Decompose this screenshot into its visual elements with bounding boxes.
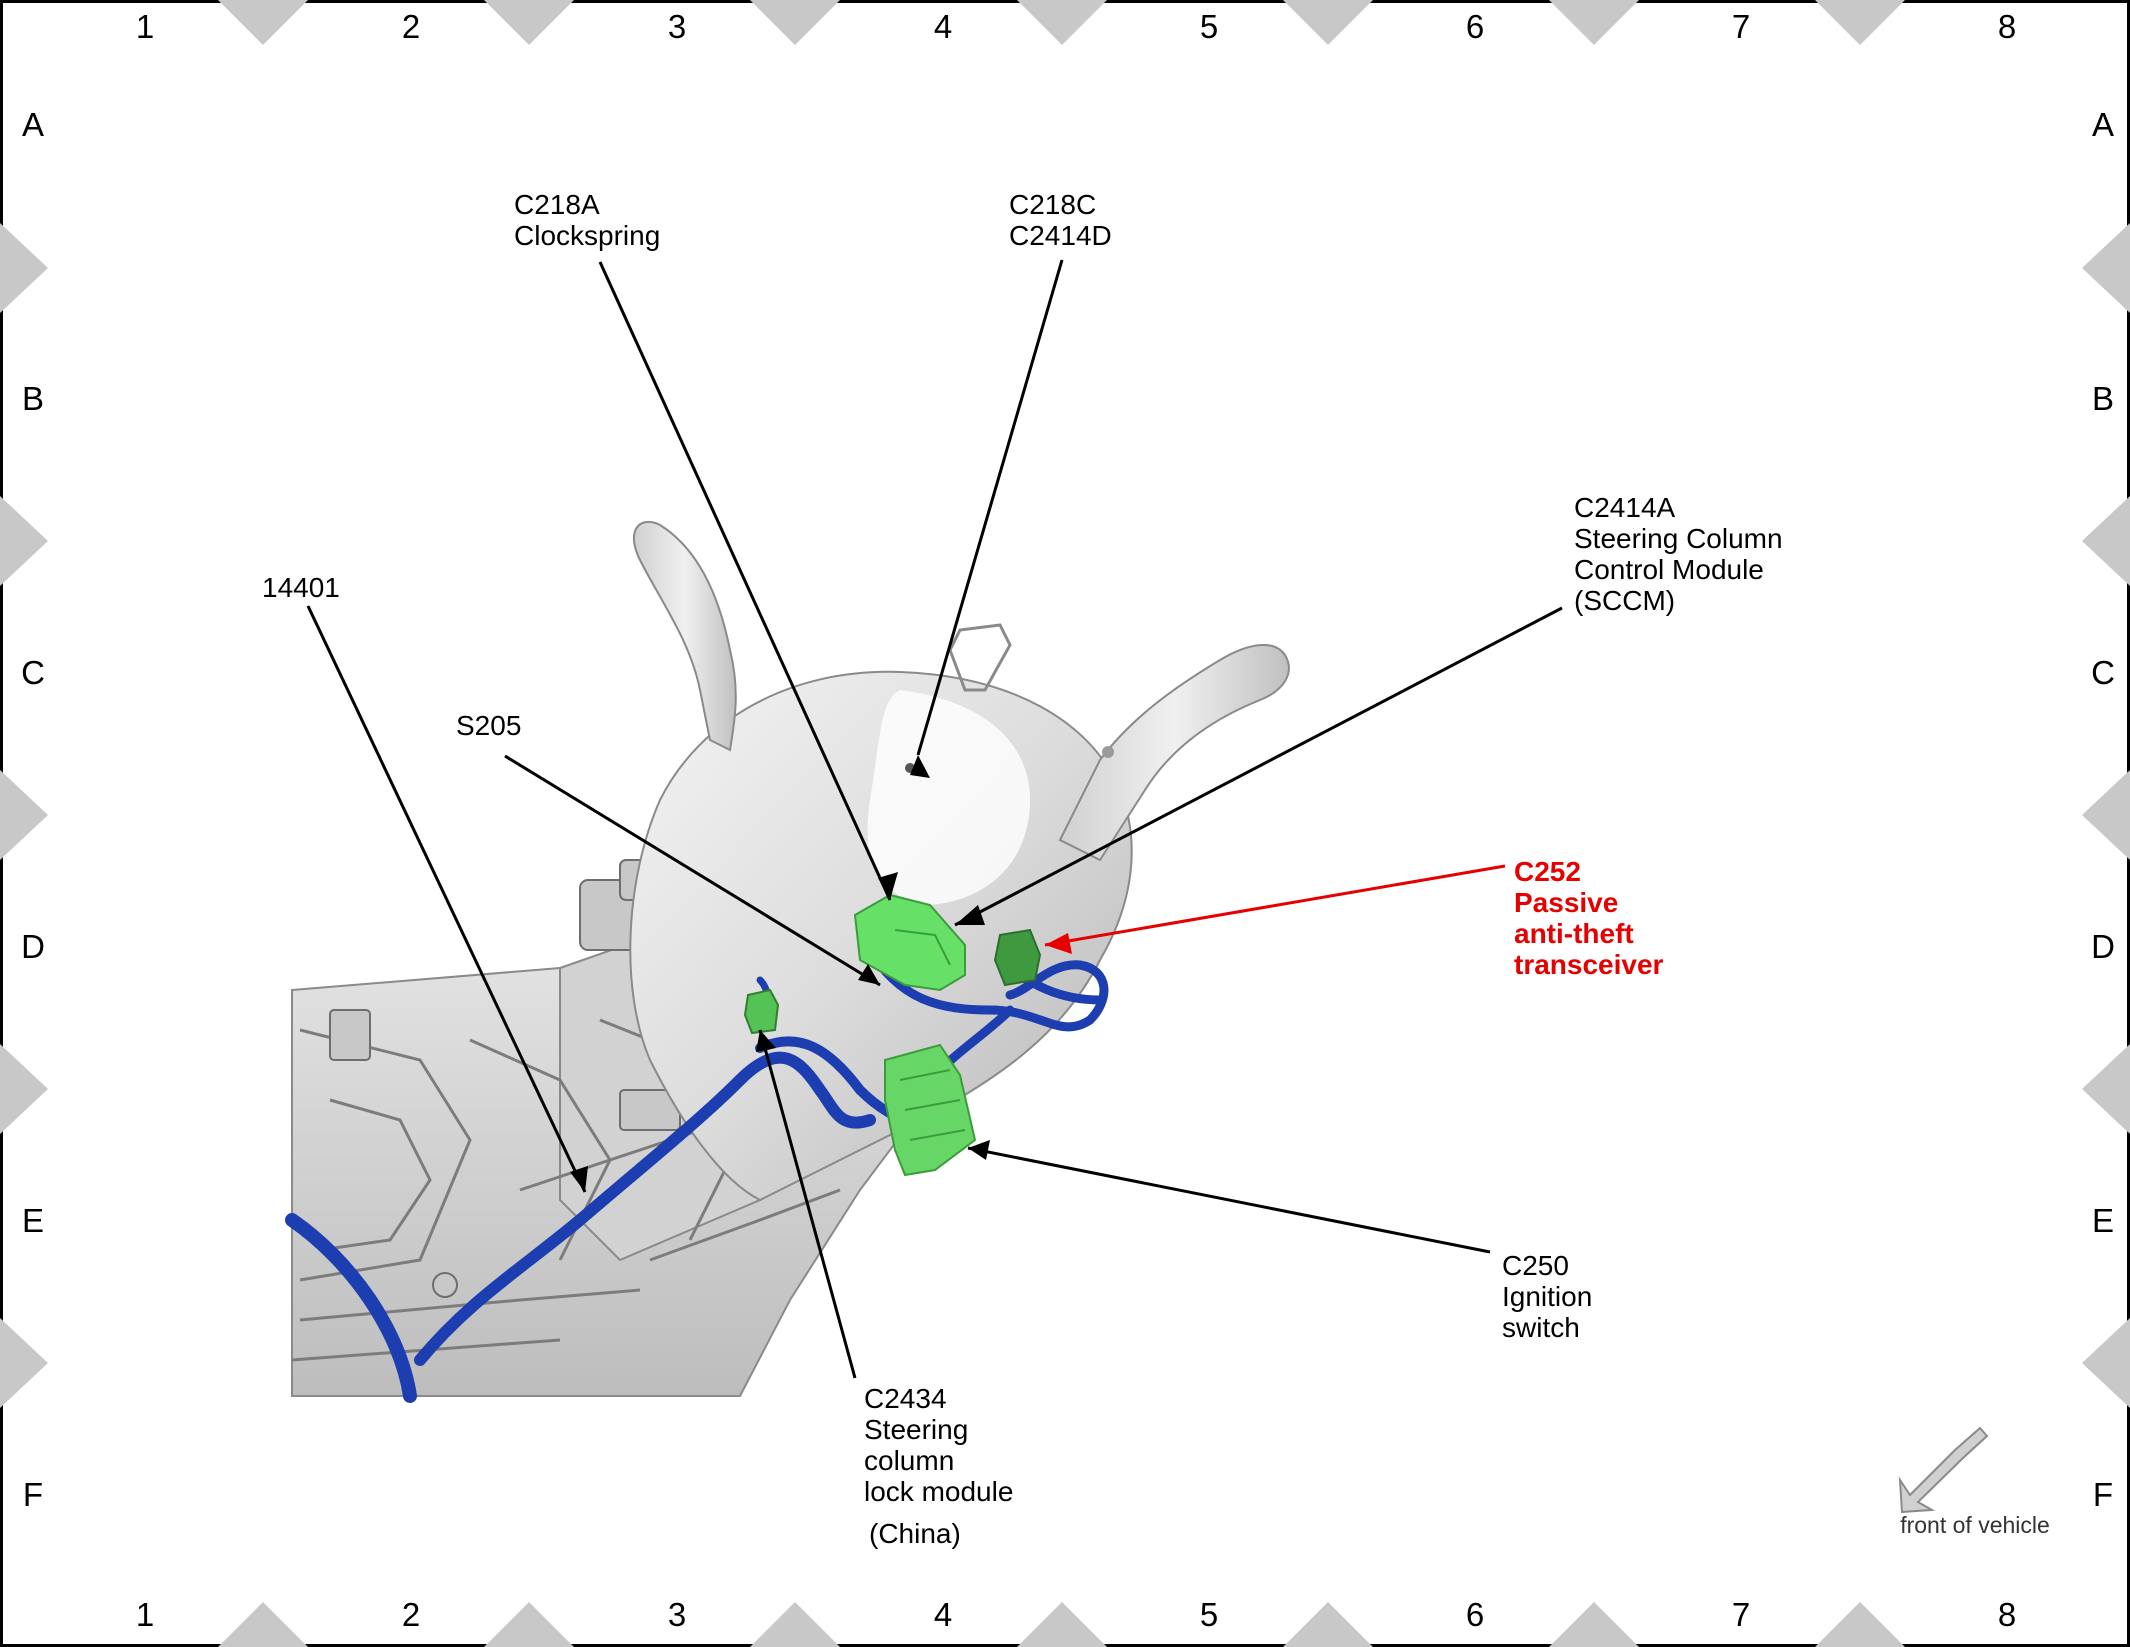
grid-col-bottom-6: 6	[1465, 1596, 1485, 1633]
front-of-vehicle-label: front of vehicle	[1900, 1512, 2050, 1538]
grid-col-top-4: 4	[933, 8, 953, 45]
steering-column-illustration	[285, 520, 1290, 1403]
callout-c2434-lock-module: C2434 Steering column lock module	[864, 1383, 1014, 1507]
leader-c2414a	[954, 606, 1563, 927]
callout-c252-passive-antitheft: C252 Passive anti-theft transceiver	[1514, 856, 1664, 980]
grid-col-top-3: 3	[667, 8, 687, 45]
callout-c218a-clockspring: C218A Clockspring	[514, 189, 661, 251]
grid-col-bottom-3: 3	[667, 1596, 687, 1633]
top-bracket-loop	[948, 623, 1012, 692]
grid-col-bottom-7: 7	[1731, 1596, 1751, 1633]
right-stalk-lever	[1058, 643, 1290, 862]
leader-14401	[306, 605, 587, 1193]
leader-c250	[967, 1146, 1491, 1254]
leader-c218c	[916, 259, 1064, 756]
connector-c250	[884, 1043, 977, 1177]
grid-col-top-5: 5	[1199, 8, 1219, 45]
grid-col-bottom-5: 5	[1199, 1596, 1219, 1633]
grid-col-top-8: 8	[1997, 8, 2017, 45]
leader-c2434	[758, 1029, 857, 1379]
grid-col-top-6: 6	[1465, 8, 1485, 45]
callout-c2414a-sccm: C2414A Steering Column Control Module (S…	[1574, 492, 1783, 616]
callout-c250-ignition-switch: C250 Ignition switch	[1502, 1250, 1593, 1343]
shroud-highlight	[867, 690, 1030, 905]
grid-row-left-F: F	[22, 1476, 44, 1513]
grid-row-left-A: A	[21, 106, 44, 143]
leader-c252	[1044, 864, 1506, 947]
grid-row-left-D: D	[21, 928, 45, 965]
leader-c218a	[598, 261, 892, 901]
grid-col-bottom-8: 8	[1997, 1596, 2017, 1633]
grid-row-right-C: C	[2091, 654, 2115, 691]
front-of-vehicle-arrow-icon	[1898, 1426, 1989, 1514]
grid-col-top-1: 1	[135, 8, 155, 45]
callout-c218c-c2414d: C218C C2414D	[1009, 189, 1112, 251]
grid-row-left-B: B	[21, 380, 44, 417]
left-stalk-lever	[633, 520, 737, 752]
leader-c252-arrowhead	[1045, 933, 1072, 954]
grid-row-right-E: E	[2091, 1202, 2114, 1239]
grid-col-top-2: 2	[401, 8, 421, 45]
callout-s205-splice: S205	[456, 710, 522, 741]
leader-arrowheads	[570, 755, 990, 1192]
grid-row-right-D: D	[2091, 928, 2115, 965]
grid-row-right-F: F	[2092, 1476, 2114, 1513]
callout-14401-harness: 14401	[262, 572, 340, 603]
grid-col-bottom-2: 2	[401, 1596, 421, 1633]
grid-row-right-B: B	[2091, 380, 2114, 417]
grid-col-bottom-1: 1	[135, 1596, 155, 1633]
connector-c252	[993, 928, 1042, 987]
connector-c2434	[743, 988, 780, 1035]
right-lever-knob	[1102, 746, 1114, 758]
grid-row-left-E: E	[21, 1202, 44, 1239]
grid-col-bottom-4: 4	[933, 1596, 953, 1633]
grid-row-left-C: C	[21, 654, 45, 691]
wiring-harness-14401	[285, 945, 1109, 1403]
grid-col-top-7: 7	[1731, 8, 1751, 45]
callout-c2434-china-note: (China)	[869, 1518, 961, 1549]
leader-lines	[306, 259, 1563, 1379]
leader-s205	[504, 754, 881, 987]
grid-row-right-A: A	[2091, 106, 2114, 143]
connector-c218a	[853, 893, 966, 992]
